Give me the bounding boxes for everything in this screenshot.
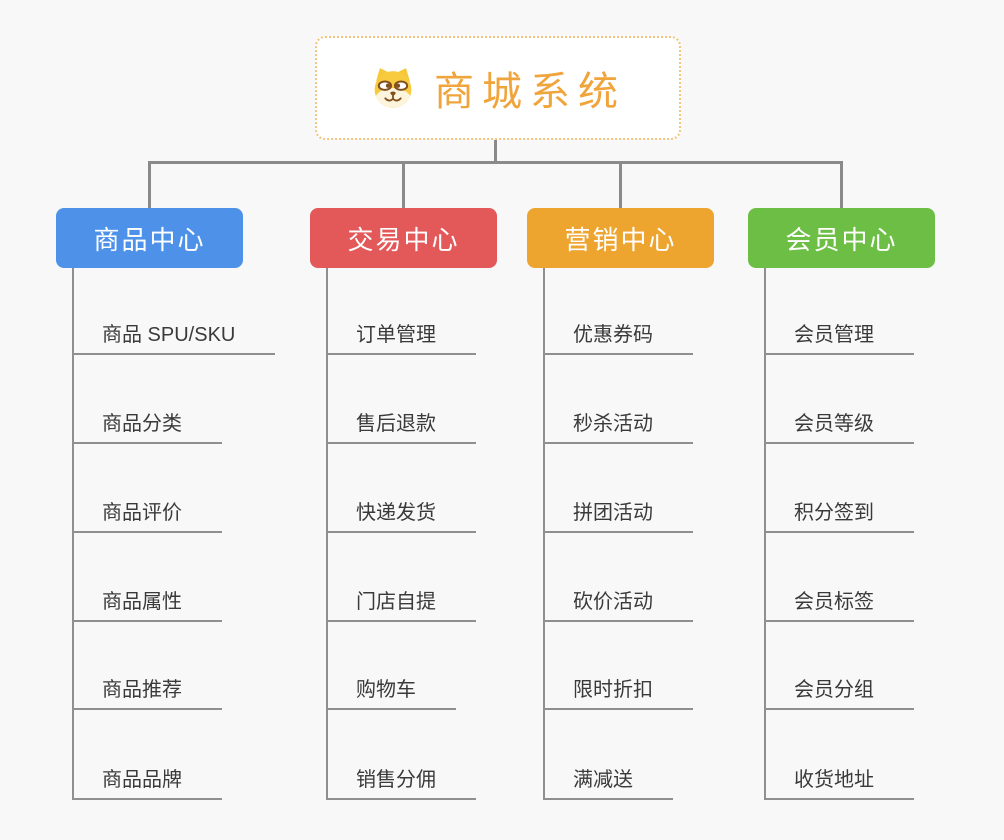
connector-horizontal-bar xyxy=(148,161,843,164)
topic-item[interactable]: 商品 SPU/SKU xyxy=(74,317,276,355)
topic-label: 会员管理 xyxy=(794,324,874,346)
topic-item[interactable]: 销售分佣 xyxy=(328,762,476,800)
topic-label: 销售分佣 xyxy=(356,769,436,791)
branch-children-column-product-center: 商品 SPU/SKU 商品分类 商品评价 商品属性 商品推荐 商品品牌 xyxy=(72,268,294,800)
shiba-dog-icon xyxy=(370,63,416,113)
branch-label: 交易中心 xyxy=(347,224,460,255)
topic-label: 砍价活动 xyxy=(573,591,653,613)
topic-item[interactable]: 商品品牌 xyxy=(74,762,222,800)
branch-label: 营销中心 xyxy=(564,224,677,255)
topic-label: 会员分组 xyxy=(794,679,874,701)
topic-item[interactable]: 会员管理 xyxy=(766,317,914,355)
topic-label: 商品品牌 xyxy=(102,769,182,791)
topic-item[interactable]: 积分签到 xyxy=(766,495,914,533)
topic-label: 满减送 xyxy=(573,769,633,791)
topic-label: 商品属性 xyxy=(102,591,182,613)
topic-item[interactable]: 商品推荐 xyxy=(74,672,222,710)
topic-label: 拼团活动 xyxy=(573,502,653,524)
topic-label: 收货地址 xyxy=(794,769,874,791)
topic-label: 会员等级 xyxy=(794,413,874,435)
topic-label: 积分签到 xyxy=(794,502,874,524)
topic-label: 商品分类 xyxy=(102,413,182,435)
topic-item[interactable]: 拼团活动 xyxy=(545,495,693,533)
topic-label: 限时折扣 xyxy=(573,679,653,701)
topic-item[interactable]: 商品分类 xyxy=(74,406,222,444)
topic-item[interactable]: 会员分组 xyxy=(766,672,914,710)
topic-item[interactable]: 砍价活动 xyxy=(545,584,693,622)
root-node[interactable]: 商城系统 xyxy=(315,36,681,140)
branch-node-marketing-center[interactable]: 营销中心 xyxy=(527,208,714,268)
branch-label: 商品中心 xyxy=(93,224,206,255)
connector-branch-drop xyxy=(839,164,843,208)
topic-item[interactable]: 会员等级 xyxy=(766,406,914,444)
branch-label: 会员中心 xyxy=(785,224,898,255)
topic-label: 门店自提 xyxy=(356,591,436,613)
topic-label: 购物车 xyxy=(356,679,416,701)
connector-branch-drop xyxy=(147,164,151,208)
topic-item[interactable]: 优惠券码 xyxy=(545,317,693,355)
topic-label: 优惠券码 xyxy=(573,324,653,346)
topic-item[interactable]: 快递发货 xyxy=(328,495,476,533)
topic-item[interactable]: 售后退款 xyxy=(328,406,476,444)
connector-branch-drop xyxy=(618,164,622,208)
topic-item[interactable]: 会员标签 xyxy=(766,584,914,622)
topic-item[interactable]: 商品属性 xyxy=(74,584,222,622)
topic-label: 会员标签 xyxy=(794,591,874,613)
topic-label: 售后退款 xyxy=(356,413,436,435)
topic-label: 秒杀活动 xyxy=(573,413,653,435)
branch-node-product-center[interactable]: 商品中心 xyxy=(56,208,243,268)
topic-label: 商品推荐 xyxy=(102,679,182,701)
connector-root-stub xyxy=(494,138,497,163)
branch-children-column-marketing-center: 优惠券码 秒杀活动 拼团活动 砍价活动 限时折扣 满减送 xyxy=(543,268,765,800)
root-node-title: 商城系统 xyxy=(434,70,626,114)
branch-children-column-trade-center: 订单管理 售后退款 快递发货 门店自提 购物车 销售分佣 xyxy=(326,268,548,800)
topic-item[interactable]: 购物车 xyxy=(328,672,456,710)
topic-item[interactable]: 秒杀活动 xyxy=(545,406,693,444)
branch-node-member-center[interactable]: 会员中心 xyxy=(748,208,935,268)
branch-children-column-member-center: 会员管理 会员等级 积分签到 会员标签 会员分组 收货地址 xyxy=(764,268,986,800)
topic-item[interactable]: 收货地址 xyxy=(766,762,914,800)
branch-node-trade-center[interactable]: 交易中心 xyxy=(310,208,497,268)
topic-label: 商品 SPU/SKU xyxy=(102,324,236,346)
topic-label: 订单管理 xyxy=(356,324,436,346)
topic-label: 快递发货 xyxy=(356,502,436,524)
topic-item[interactable]: 门店自提 xyxy=(328,584,476,622)
topic-item[interactable]: 商品评价 xyxy=(74,495,222,533)
topic-item[interactable]: 订单管理 xyxy=(328,317,476,355)
topic-item[interactable]: 满减送 xyxy=(545,762,673,800)
connector-branch-drop xyxy=(401,164,405,208)
topic-item[interactable]: 限时折扣 xyxy=(545,672,693,710)
topic-label: 商品评价 xyxy=(102,502,182,524)
